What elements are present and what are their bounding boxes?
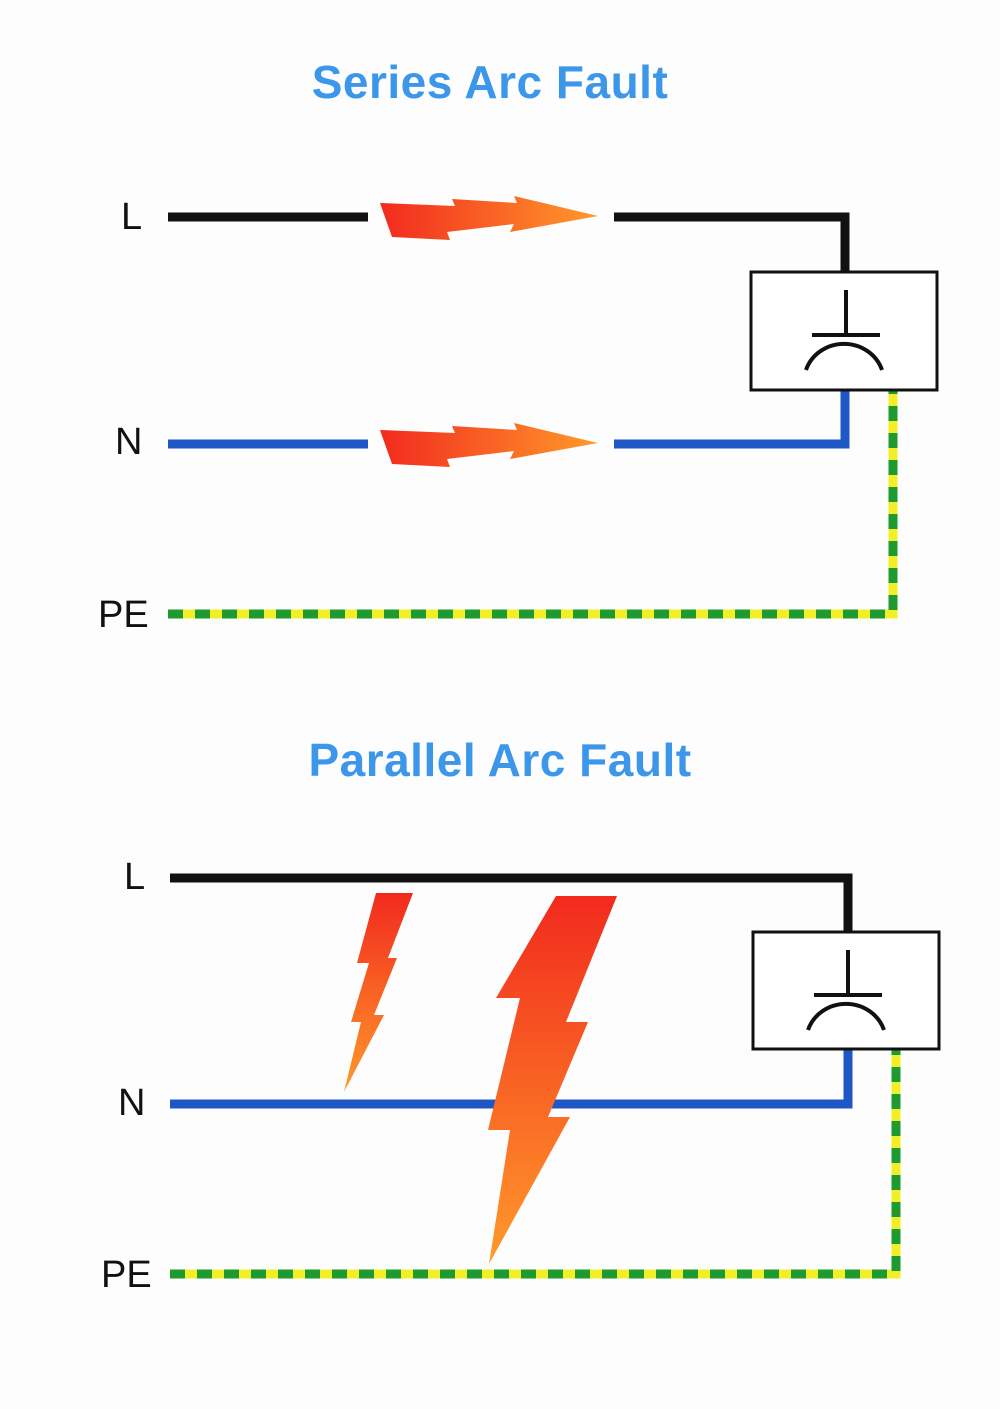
parallel-earth-conductor: [170, 1049, 901, 1279]
parallel-neutral-conductor: [170, 1049, 853, 1109]
series-arc-n-icon: [380, 423, 598, 467]
parallel-diagram: [170, 873, 941, 1279]
series-arc-l-icon: [380, 196, 598, 240]
parallel-circuit-breaker-icon: [751, 930, 941, 1051]
parallel-label-pe: PE: [101, 1254, 152, 1296]
parallel-line-conductor: [170, 873, 853, 932]
parallel-arc-small-icon: [344, 893, 413, 1092]
series-neutral-conductor: [168, 390, 850, 449]
series-arc-fault-title: Series Arc Fault: [311, 56, 669, 108]
series-diagram: [168, 196, 939, 619]
parallel-arc-fault-title: Parallel Arc Fault: [308, 734, 692, 786]
series-label-n: N: [115, 421, 143, 463]
series-circuit-breaker-icon: [749, 270, 939, 392]
parallel-label-n: N: [118, 1082, 146, 1124]
series-label-pe: PE: [98, 594, 149, 636]
series-earth-conductor: [168, 390, 898, 619]
parallel-label-l: L: [124, 856, 146, 898]
parallel-arc-large-icon: [488, 896, 617, 1264]
series-line-conductor: [168, 212, 850, 272]
series-label-l: L: [121, 196, 143, 238]
